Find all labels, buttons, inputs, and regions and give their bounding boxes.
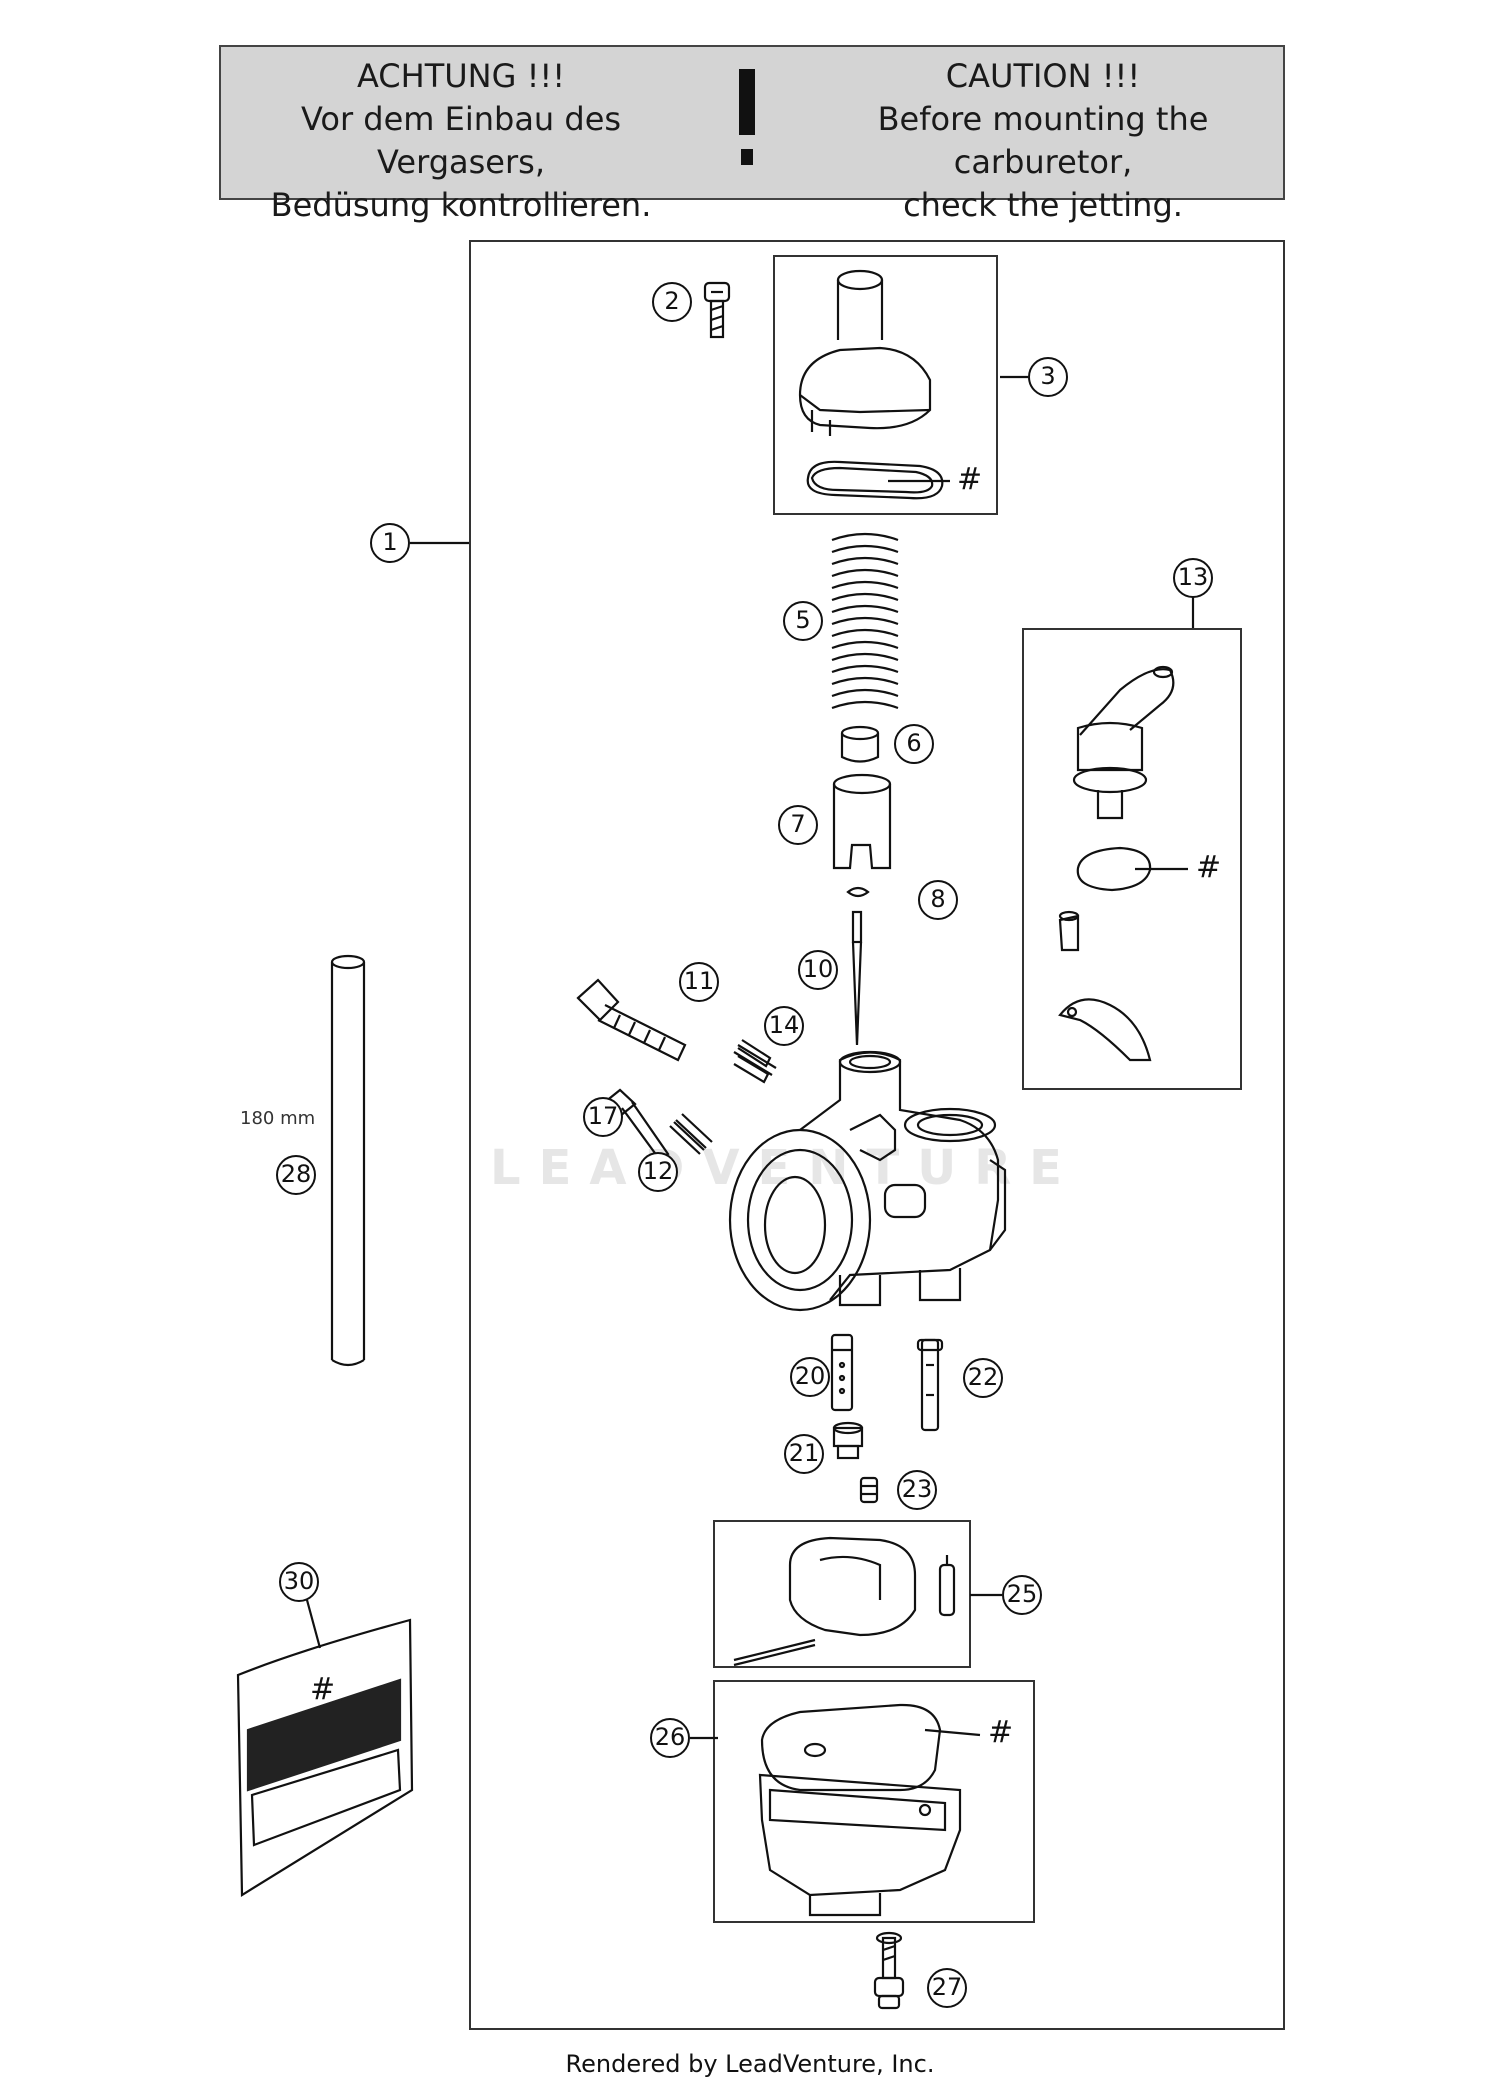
hash-mark-bowl: # <box>988 1715 1014 1750</box>
float-bowl-group-frame <box>713 1680 1035 1923</box>
callout-17: 17 <box>583 1097 623 1137</box>
caution-banner: ACHTUNG !!! Vor dem Einbau des Vergasers… <box>219 45 1285 224</box>
german-warning-line: Bedüsung kontrollieren. <box>270 186 652 224</box>
carburetor-body <box>728 1050 1007 1312</box>
jet-part-20 <box>830 1333 854 1412</box>
english-warning-line: check the jetting. <box>903 186 1183 224</box>
jet-part-21 <box>832 1421 864 1460</box>
hash-mark-choke: # <box>1196 850 1222 885</box>
callout-26: 26 <box>650 1718 690 1758</box>
callout-6: 6 <box>894 724 934 764</box>
callout-27: 27 <box>927 1968 967 2008</box>
throttle-cover-group-frame <box>773 255 998 515</box>
callout-3: 3 <box>1028 357 1068 397</box>
english-warning-line: Before mounting the carburetor, <box>877 100 1209 181</box>
english-warning-title: CAUTION !!! <box>945 57 1141 95</box>
callout-2: 2 <box>652 282 692 322</box>
float-bowl-part-26 <box>758 1703 962 1917</box>
callout-11: 11 <box>679 962 719 1002</box>
jet-kit-bag-part-30 <box>236 1618 414 1897</box>
hash-mark-bag: # <box>310 1672 336 1707</box>
callout-13: 13 <box>1173 558 1213 598</box>
jet-part-23 <box>859 1476 879 1504</box>
callout-12: 12 <box>638 1152 678 1192</box>
hose-length-label: 180 mm <box>240 1108 316 1129</box>
callout-5: 5 <box>783 601 823 641</box>
callout-21: 21 <box>784 1434 824 1474</box>
spring-part-5 <box>831 532 899 710</box>
callout-1: 1 <box>370 523 410 563</box>
callout-30: 30 <box>279 1562 319 1602</box>
callout-8: 8 <box>918 880 958 920</box>
german-warning-line: Vor dem Einbau des Vergasers, <box>300 100 622 181</box>
callout-25: 25 <box>1002 1575 1042 1615</box>
callout-10: 10 <box>798 950 838 990</box>
choke-group-frame <box>1022 628 1242 1090</box>
english-warning: CAUTION !!! Before mounting the carburet… <box>803 55 1283 227</box>
retainer-part-6 <box>840 725 880 763</box>
clip-part-8 <box>846 886 870 898</box>
bolt-part-27 <box>873 1931 905 2010</box>
spring-part-12 <box>669 1113 713 1155</box>
throttle-slide-part-7 <box>832 773 892 870</box>
callout-20: 20 <box>790 1357 830 1397</box>
spring-part-14 <box>733 1039 777 1084</box>
callout-22: 22 <box>963 1358 1003 1398</box>
screw-part-2 <box>703 281 731 339</box>
idle-screw-part-11 <box>576 978 687 1062</box>
throttle-cover-part-3 <box>798 269 944 500</box>
needle-part-10 <box>851 910 863 1046</box>
callout-28: 28 <box>276 1155 316 1195</box>
callout-7: 7 <box>778 805 818 845</box>
choke-part-13 <box>1058 665 1175 1062</box>
german-warning: ACHTUNG !!! Vor dem Einbau des Vergasers… <box>221 55 701 227</box>
german-warning-title: ACHTUNG !!! <box>356 57 566 95</box>
exclamation-icon <box>739 69 755 165</box>
hose-part-28 <box>330 954 366 1367</box>
callout-14: 14 <box>764 1006 804 1046</box>
callout-23: 23 <box>897 1470 937 1510</box>
hash-mark-throttle-cover: # <box>957 462 983 497</box>
carburetor-assembly-frame <box>469 240 1285 2030</box>
float-part-25 <box>733 1536 956 1667</box>
footer-credit: Rendered by LeadVenture, Inc. <box>565 2050 935 2078</box>
jet-part-22 <box>916 1338 944 1432</box>
